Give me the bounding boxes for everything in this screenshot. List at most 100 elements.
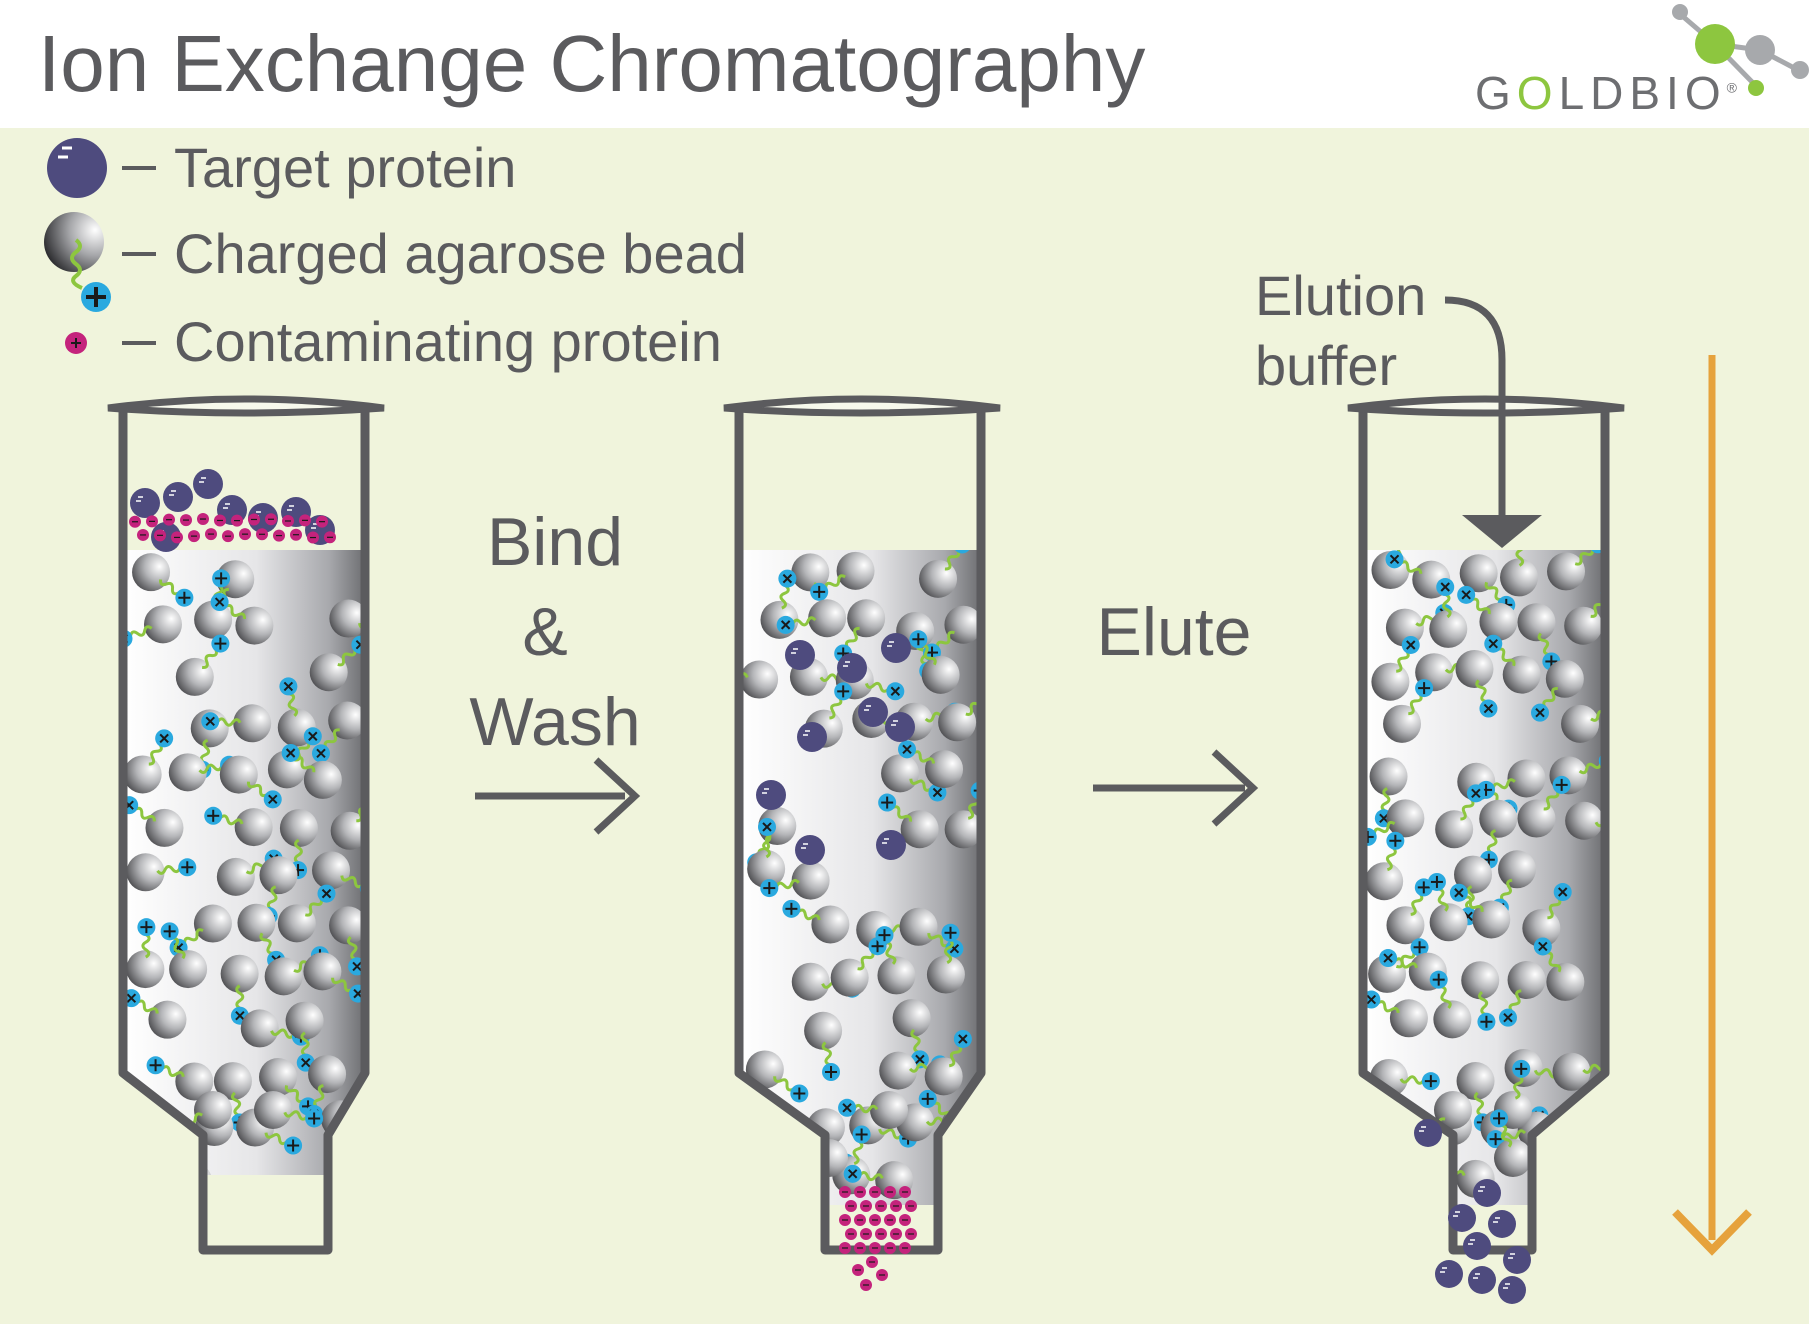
contaminating-protein [129, 515, 141, 528]
contaminating-protein [860, 1228, 872, 1240]
agarose-bead [1552, 1052, 1605, 1091]
contaminating-protein [875, 1228, 887, 1240]
contaminating-protein [231, 514, 243, 527]
column-before [107, 395, 385, 1255]
agarose-bead [126, 853, 197, 892]
elution-buffer-label-line2: buffer [1255, 334, 1398, 397]
target-protein [130, 488, 160, 518]
contaminating-protein [860, 1200, 872, 1212]
agarose-bead [146, 1056, 214, 1101]
agarose-bead [204, 806, 273, 847]
agarose-bead [132, 553, 194, 607]
agarose-bead [1500, 550, 1539, 597]
agarose-bead [126, 918, 165, 989]
contaminating-protein [890, 1200, 902, 1212]
target-protein [837, 653, 867, 683]
target-protein [858, 697, 888, 727]
agarose-bead [1449, 883, 1511, 939]
contaminating-protein [154, 529, 166, 542]
contaminating-protein [852, 1264, 864, 1276]
step-label-bind: Bind [486, 504, 624, 580]
target-protein [193, 469, 223, 499]
logo-wordmark: GOLDBIO® [1475, 67, 1737, 119]
agarose-bead [909, 630, 960, 694]
agarose-bead [1522, 883, 1572, 948]
step-label-wash: Wash [469, 684, 641, 760]
elute-arrow-icon [1093, 749, 1259, 827]
contaminating-protein [265, 513, 277, 526]
contaminating-protein [854, 1214, 866, 1226]
agarose-bead [1517, 603, 1561, 671]
contaminating-protein [869, 1214, 881, 1226]
agarose-bead [160, 922, 208, 989]
agarose-bead [898, 740, 964, 789]
agarose-bead [1457, 585, 1518, 641]
agarose-bead [1484, 634, 1541, 694]
target-protein [1468, 1266, 1496, 1294]
agarose-bead [303, 952, 365, 1003]
target-protein [1435, 1260, 1463, 1288]
contaminating-protein [866, 1256, 878, 1268]
agarose-bead [1547, 550, 1605, 591]
agarose-bead [760, 861, 830, 900]
contaminating-protein [845, 1228, 857, 1240]
agarose-bead [123, 1152, 165, 1175]
contaminating-protein [899, 1214, 911, 1226]
bound-target-proteins [756, 633, 915, 865]
contaminating-protein [307, 531, 319, 544]
contaminating-protein [875, 1200, 887, 1212]
agarose-bead [878, 793, 939, 849]
contaminating-protein-icon [65, 332, 87, 354]
agarose-bead [201, 704, 272, 743]
target-protein [876, 830, 906, 860]
agarose-bead [277, 884, 336, 943]
contaminating-protein [222, 530, 234, 543]
contaminating-protein [884, 1242, 896, 1254]
target-protein [1414, 1119, 1442, 1147]
agarose-bead [1435, 784, 1485, 849]
agarose-bead [875, 926, 916, 995]
agarose-bead [776, 599, 847, 638]
column-bound [723, 395, 1001, 1291]
contaminating-protein [163, 513, 175, 526]
contaminating-protein [205, 528, 217, 541]
contaminating-protein [905, 1228, 917, 1240]
contaminating-protein [854, 1186, 866, 1198]
contaminating-protein [248, 513, 260, 526]
contaminating-protein [256, 528, 268, 541]
contaminating-protein [188, 530, 200, 543]
agarose-bead [285, 1001, 324, 1072]
agarose-bead [782, 899, 850, 944]
target-protein [785, 640, 815, 670]
contaminating-protein [290, 528, 302, 541]
header: Ion Exchange Chromatography GOLDBIO® [0, 0, 1809, 128]
agarose-bead [1531, 659, 1584, 722]
legend-label-contaminant: Contaminating protein [174, 310, 722, 373]
agarose-bead [1533, 937, 1585, 1001]
contaminating-protein [884, 1186, 896, 1198]
agarose-bead [1429, 578, 1468, 648]
agarose-bead [834, 599, 886, 663]
target-protein [756, 780, 786, 810]
agarose-bead [747, 817, 786, 888]
contaminating-protein [899, 1186, 911, 1198]
contaminating-protein [884, 1214, 896, 1226]
legend-label-target: Target protein [174, 136, 517, 199]
elution-buffer-label-line1: Elution [1255, 264, 1427, 327]
target-protein [797, 722, 827, 752]
contaminating-protein [869, 1242, 881, 1254]
contaminating-protein [282, 514, 294, 527]
contaminating-protein [197, 513, 209, 526]
contaminating-protein [890, 1228, 902, 1240]
contaminating-protein [324, 531, 336, 544]
agarose-bead [919, 550, 972, 598]
target-protein [1448, 1204, 1476, 1232]
contaminating-protein [839, 1214, 851, 1226]
agarose-bead [1368, 938, 1429, 993]
molecule-logo-icon [1672, 4, 1809, 96]
agarose-bead [219, 755, 282, 809]
agarose-bead [281, 743, 342, 799]
contaminating-protein [905, 1200, 917, 1212]
agarose-bead [254, 1091, 324, 1129]
legend-label-bead: Charged agarose bead [174, 222, 747, 285]
